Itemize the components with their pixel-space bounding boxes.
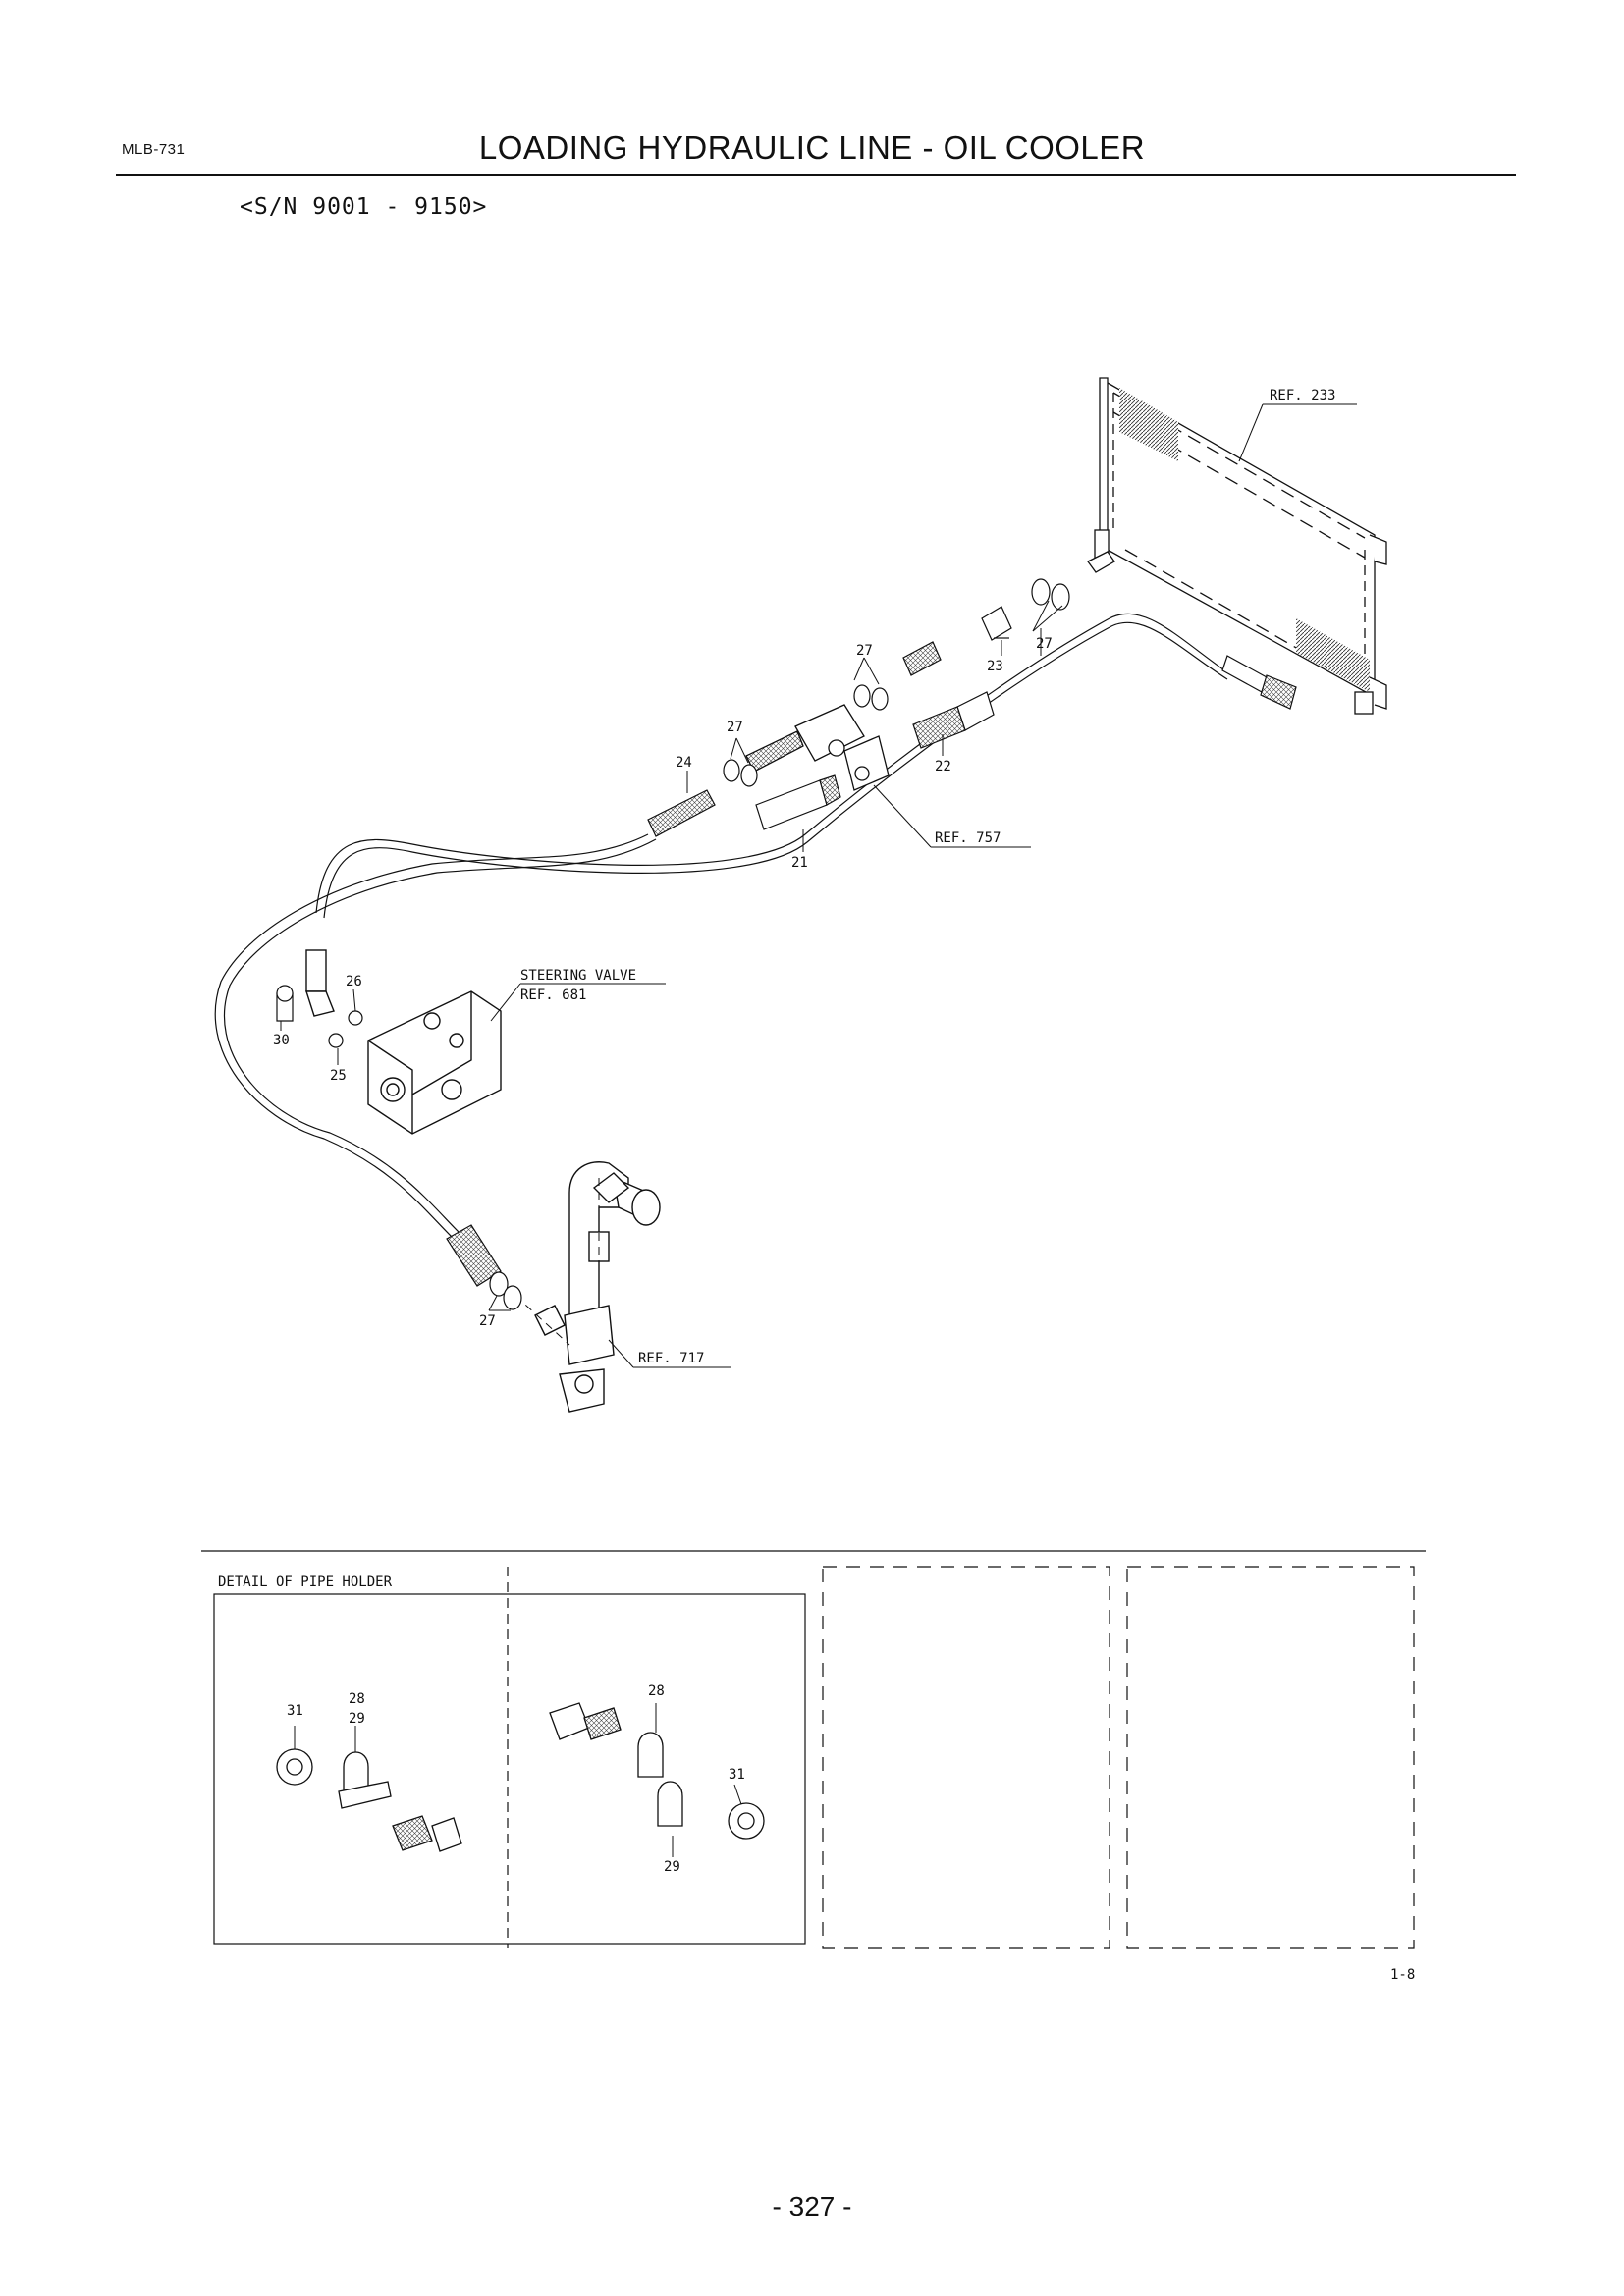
callout-27: 27	[856, 643, 873, 659]
callout-24: 24	[676, 755, 692, 771]
callout-26: 26	[346, 974, 362, 989]
empty-detail-box-1	[822, 1566, 1110, 1949]
figure-code: 1-8	[1390, 1967, 1415, 1983]
valve-small-parts	[276, 985, 363, 1048]
steering-valve	[305, 949, 502, 1135]
hoses	[214, 613, 1228, 1238]
oil-cooler	[1087, 377, 1387, 715]
callout-29: 29	[664, 1859, 680, 1875]
ref-233-label: REF. 233	[1270, 388, 1335, 403]
callout-27: 27	[1036, 636, 1053, 652]
callout-labels: 27 23 27 27 22 24 21 26 30 25 27	[273, 636, 1053, 1329]
manifold-block	[745, 704, 890, 791]
clamps-upper	[723, 578, 1070, 787]
callout-31: 31	[729, 1767, 745, 1783]
part-21-hose-end	[755, 774, 841, 830]
part-24-sleeve	[647, 789, 716, 837]
part-22-hose-end	[912, 691, 995, 749]
detail-right-parts	[549, 1702, 765, 1840]
callout-22: 22	[935, 759, 951, 774]
ref-757-leader: REF. 757	[873, 784, 1031, 848]
pump-assembly	[534, 1161, 661, 1413]
ref-717-label: REF. 717	[638, 1351, 704, 1366]
document-code: MLB-731	[122, 141, 186, 158]
detail-left-parts	[276, 1748, 462, 1852]
steering-valve-label: STEERING VALVE	[520, 968, 636, 984]
callout-25: 25	[330, 1068, 347, 1084]
detail-left-leaders	[294, 1726, 356, 1752]
detail-pipe-holder-box	[213, 1567, 806, 1948]
serial-range: <S/N 9001 - 9150>	[240, 194, 488, 220]
callout-27: 27	[727, 720, 743, 735]
callout-31: 31	[287, 1703, 303, 1719]
empty-detail-box-2	[1126, 1566, 1415, 1949]
ref-233-leader: REF. 233	[1238, 388, 1357, 462]
callout-23: 23	[987, 659, 1003, 674]
callouts	[280, 600, 1063, 1311]
callout-21: 21	[791, 855, 808, 871]
callout-28: 28	[648, 1683, 665, 1699]
part-23-hose-end	[902, 606, 1012, 676]
callout-27: 27	[479, 1313, 496, 1329]
callout-30: 30	[273, 1033, 290, 1048]
ref-757-label: REF. 757	[935, 830, 1001, 846]
steering-valve-leader: STEERING VALVE REF. 681	[490, 968, 666, 1022]
callout-29: 29	[349, 1711, 365, 1727]
detail-right-leaders	[655, 1703, 742, 1857]
title-divider	[116, 174, 1516, 176]
page-number: - 327 -	[772, 2191, 852, 2221]
cooler-inlet-fitting	[1221, 655, 1297, 710]
clamps-lower	[489, 1271, 522, 1310]
page-title: LOADING HYDRAULIC LINE - OIL COOLER	[478, 130, 1146, 166]
detail-box-label: DETAIL OF PIPE HOLDER	[218, 1575, 393, 1590]
callout-28: 28	[349, 1691, 365, 1707]
lower-hose-sleeve	[446, 1224, 502, 1287]
ref-717-leader: REF. 717	[608, 1339, 731, 1368]
pump-dashed-lines	[514, 1178, 600, 1346]
ref-681-label: REF. 681	[520, 988, 586, 1003]
